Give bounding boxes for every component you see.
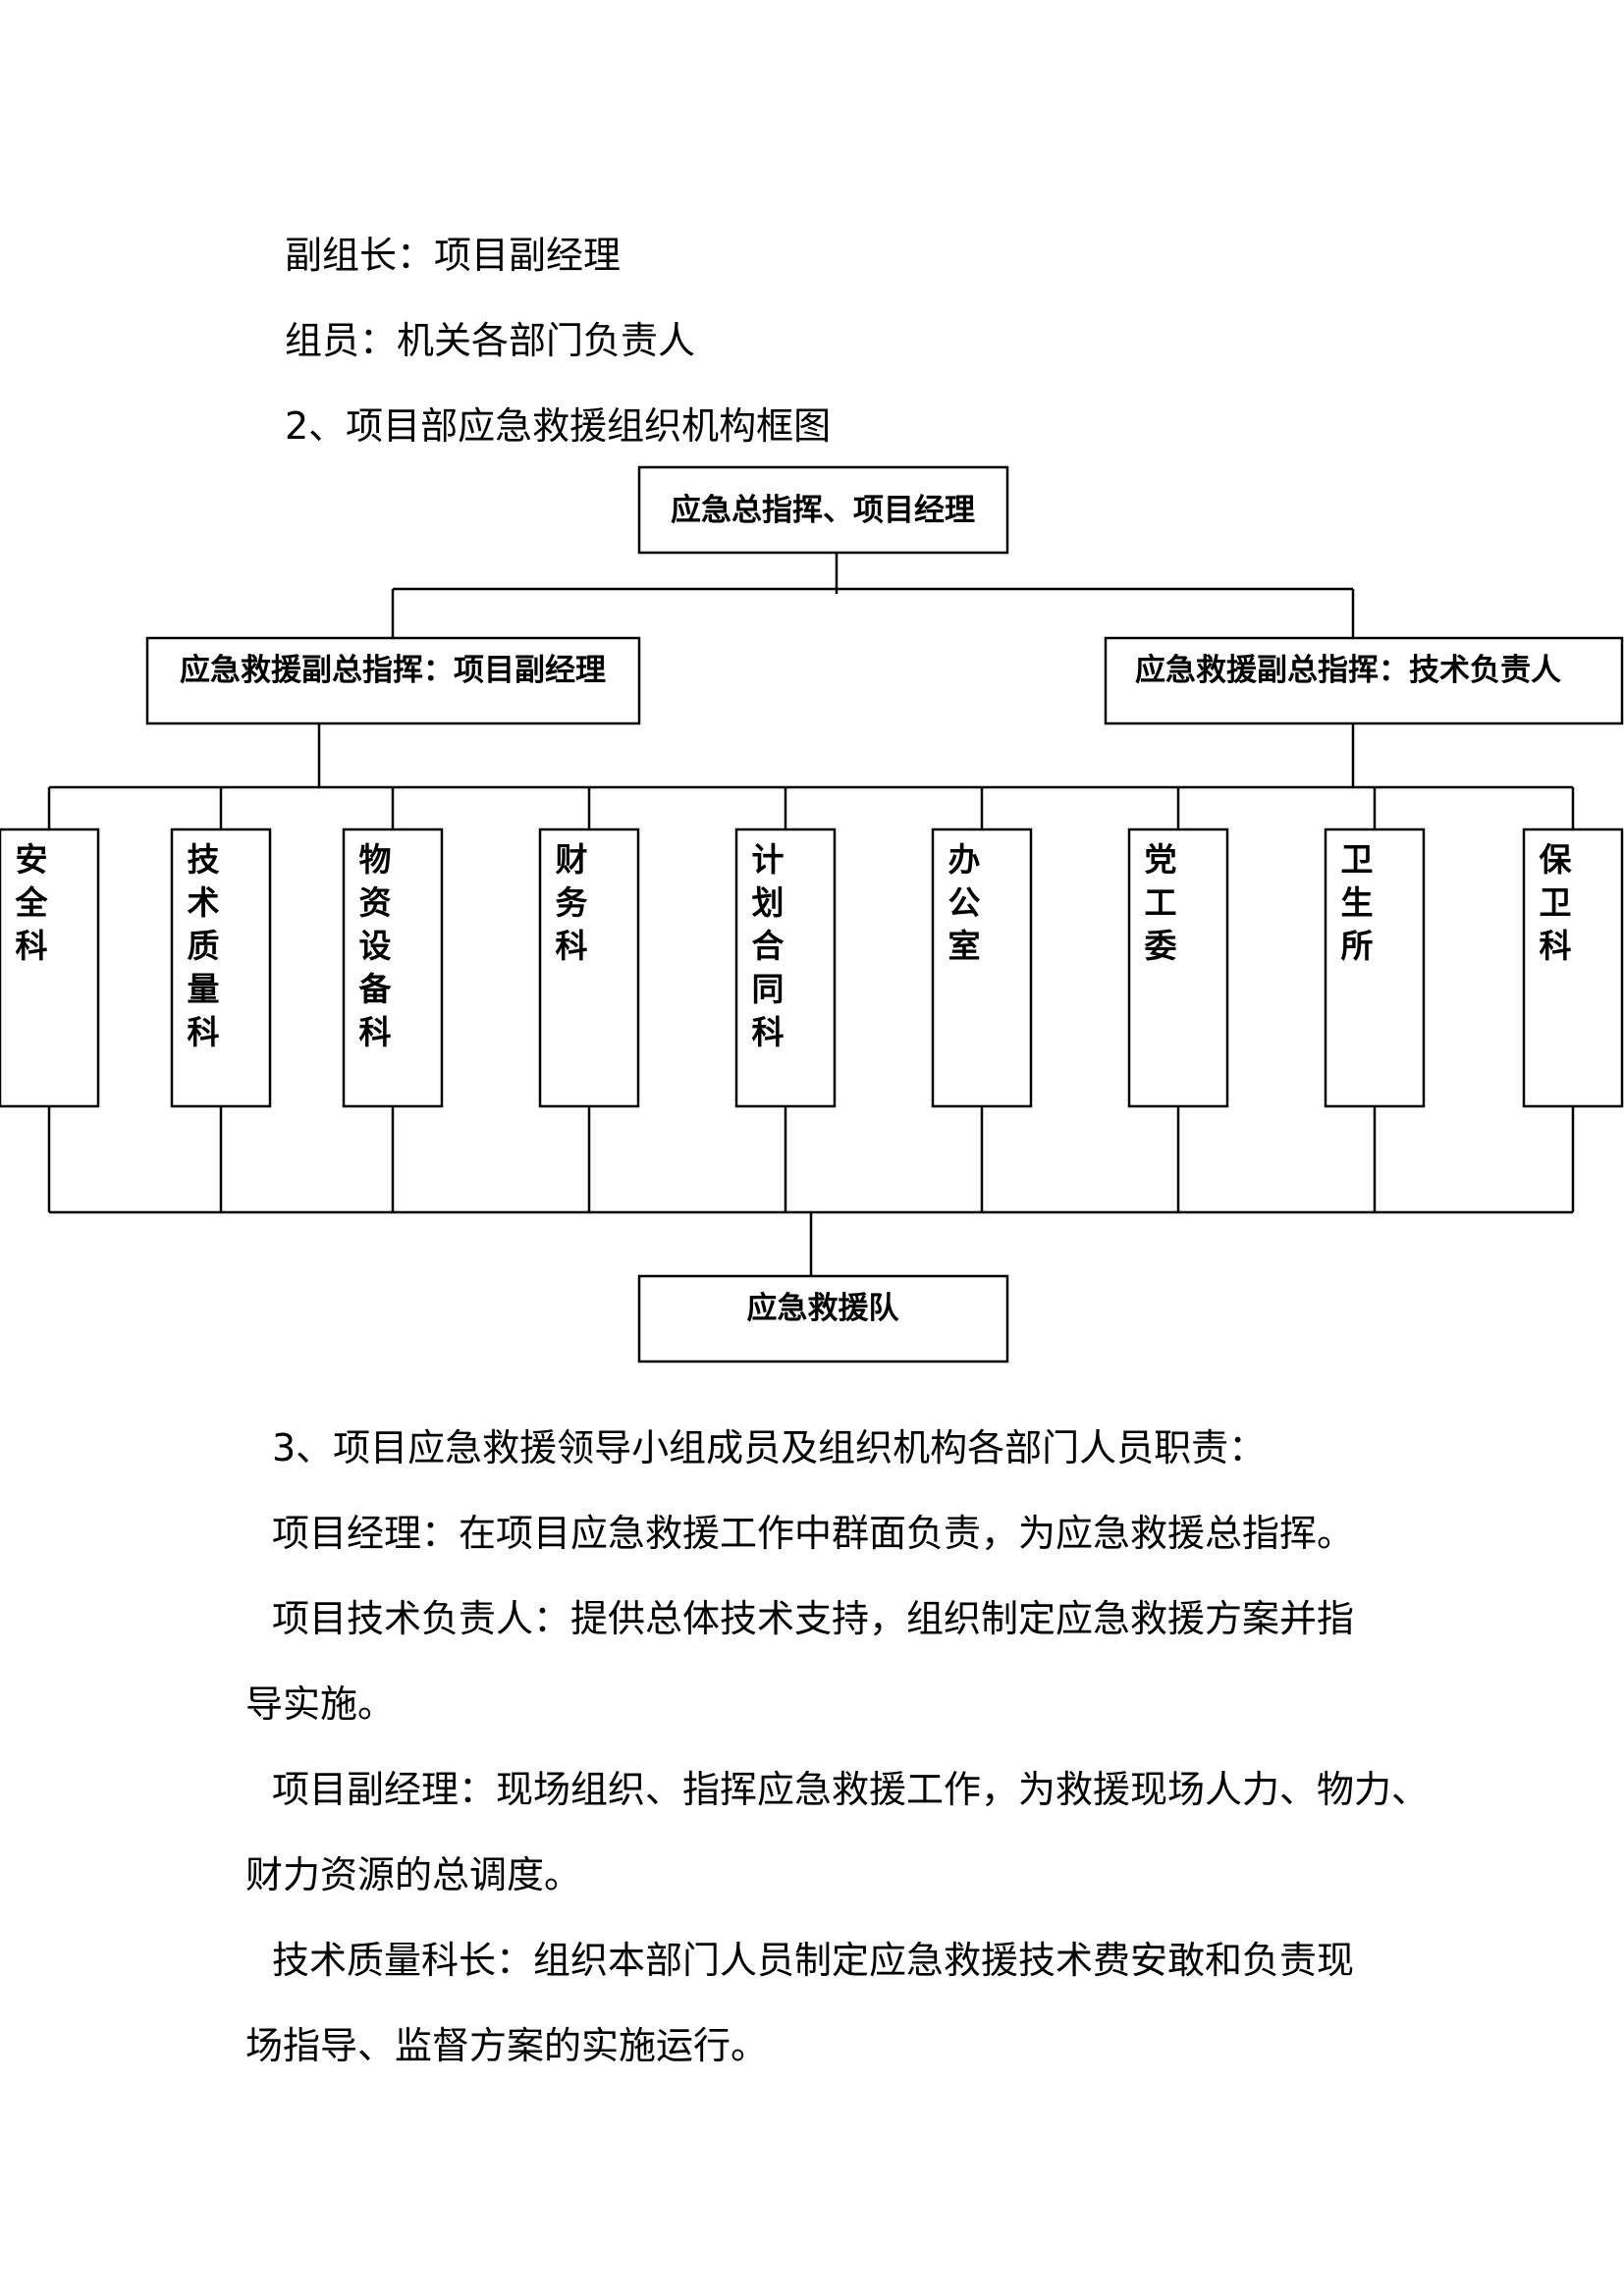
department-box — [1522, 828, 1624, 1108]
department-4: 财务科 — [538, 787, 640, 1212]
rescue-team-box: 应急救援队 — [637, 1274, 1009, 1363]
duty-project-manager: 项目经理：在项目应急救援工作中群面负责，为应急救援总指挥。 — [272, 1512, 1355, 1555]
department-box — [734, 828, 837, 1108]
top-box-label: 应急总指挥、项目经理 — [671, 493, 975, 528]
top-box: 应急总指挥、项目经理 — [637, 465, 1009, 555]
duty-tech-quality-line-1: 技术质量科长：组织本部门人员制定应急救援技术费安敢和负责现 — [272, 1939, 1355, 1982]
department-label: 计划合同科 — [752, 840, 785, 1051]
duty-deputy-manager-line-1: 项目副经理：现场组织、指挥应急救援工作，为救援现场人力、物力、 — [272, 1768, 1430, 1811]
connector-lines — [49, 553, 1573, 1276]
department-box — [342, 828, 444, 1108]
deputy-left-box: 应急救援副总指挥：项目副经理 — [145, 636, 641, 725]
section-3-heading: 3、项目应急救援领导小组成员及组织机构各部门人员职责： — [272, 1426, 1267, 1469]
department-boxes: 安全科 技术质量科 物资设备科 财务科 计划合同科 办公室 党工委 卫生所 保卫科 — [0, 787, 1624, 1212]
deputy-right-label: 应急救援副总指挥：技术负责人 — [1135, 653, 1561, 688]
department-label: 党工委 — [1145, 840, 1177, 965]
department-box — [1324, 828, 1426, 1108]
department-1: 安全科 — [0, 787, 100, 1212]
department-5: 计划合同科 — [734, 787, 837, 1212]
department-box — [1127, 828, 1229, 1108]
department-box — [931, 828, 1033, 1108]
department-label: 卫生所 — [1341, 840, 1374, 965]
department-6: 办公室 — [931, 787, 1033, 1212]
duty-tech-lead-line-1: 项目技术负责人：提供总体技术支持，组织制定应急救援方案并指 — [272, 1597, 1355, 1640]
department-2: 技术质量科 — [170, 787, 272, 1212]
department-label: 物资设备科 — [359, 840, 393, 1051]
members-line: 组员：机关各部门负责人 — [285, 319, 696, 362]
org-chart: 应急总指挥、项目经理 应急救援副总指挥：项目副经理 应急救援副总指挥：技术负责人… — [0, 465, 1624, 1363]
section-2-heading: 2、项目部应急救援组织机构框图 — [285, 404, 832, 448]
department-label: 办公室 — [948, 840, 981, 965]
department-9: 保卫科 — [1522, 787, 1624, 1212]
department-label: 保卫科 — [1540, 840, 1573, 965]
department-box — [538, 828, 640, 1108]
department-box — [0, 828, 100, 1108]
duty-tech-quality-line-2: 场指导、监督方案的实施运行。 — [245, 2024, 769, 2067]
duty-tech-lead-line-2: 导实施。 — [245, 1682, 396, 1726]
duty-deputy-manager-line-2: 财力资源的总调度。 — [245, 1853, 582, 1896]
rescue-team-label: 应急救援队 — [747, 1291, 900, 1326]
deputy-right-box: 应急救援副总指挥：技术负责人 — [1104, 636, 1624, 725]
department-7: 党工委 — [1127, 787, 1229, 1212]
department-label: 技术质量科 — [188, 840, 220, 1051]
deputy-left-label: 应急救援副总指挥：项目副经理 — [180, 653, 606, 688]
deputy-leader-line: 副组长：项目副经理 — [285, 234, 622, 277]
department-3: 物资设备科 — [342, 787, 444, 1212]
department-label: 安全科 — [15, 840, 49, 965]
department-box — [170, 828, 272, 1108]
department-label: 财务科 — [556, 840, 588, 965]
department-8: 卫生所 — [1324, 787, 1426, 1212]
